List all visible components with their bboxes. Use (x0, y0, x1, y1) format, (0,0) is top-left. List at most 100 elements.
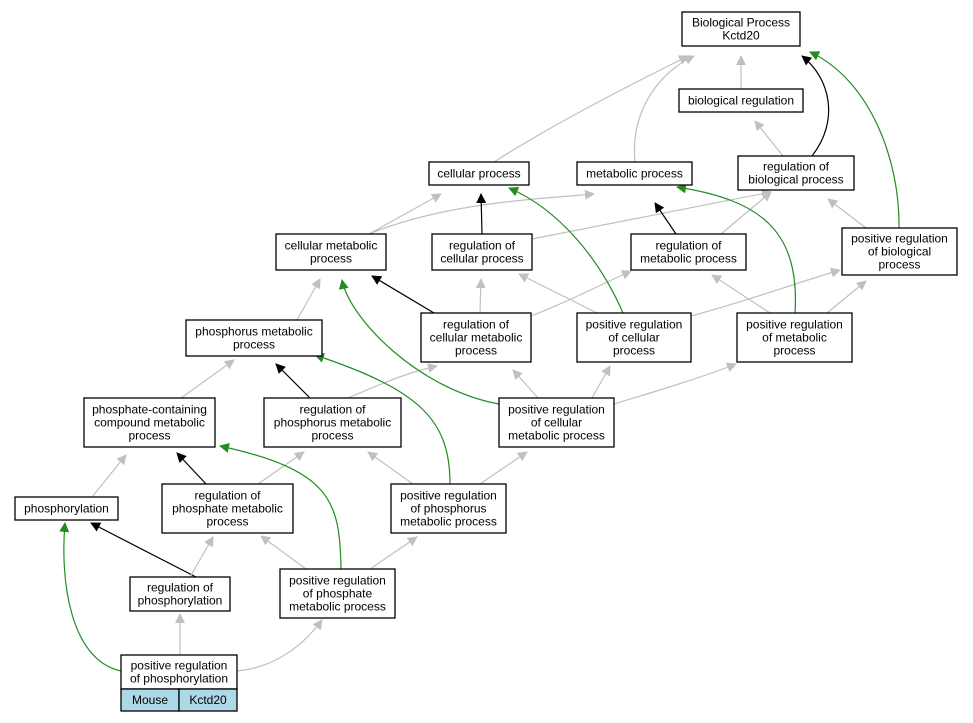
node-label-line: of biological (868, 245, 931, 259)
node-label-line: metabolic process (586, 167, 683, 181)
node-label-line: positive regulation (400, 489, 497, 503)
node-label-line: process (311, 429, 353, 443)
edge-is-a-posregcellmet-to-posregmet (613, 362, 737, 405)
node-label-line: process (128, 429, 170, 443)
edge-is-a-regphosmet-to-regcellmet (347, 363, 438, 399)
node-label-line: biological regulation (688, 94, 794, 108)
edge-is-a-posregphosmet-to-regphosmet (367, 451, 414, 485)
node-box (420, 312, 532, 363)
node-box (681, 11, 801, 47)
node-label-line: metabolic process (289, 600, 386, 614)
edge-is-a-regbio-to-bioreg (754, 120, 784, 157)
node-label-line: process (206, 515, 248, 529)
node-label-line: phosphate metabolic (172, 502, 283, 516)
edge-is-a-regmet-to-regbio (720, 191, 772, 235)
go-term-node-metproc[interactable]: metabolic process (576, 161, 693, 186)
edge-positively-regulates-posregmet-to-metproc (676, 183, 797, 314)
edge-is-a-cellmet-to-cellproc (368, 193, 442, 235)
edge-is-a-cellproc-to-bp (493, 55, 689, 163)
node-label-line: phosphorus metabolic (195, 325, 312, 339)
node-label-line: positive regulation (851, 232, 948, 246)
node-label-line: process (233, 338, 275, 352)
node-label-line: cellular metabolic (285, 239, 378, 253)
edge-is-a-regphos-to-regphatemet (189, 536, 214, 578)
node-label-line: process (613, 344, 655, 358)
node-label-line: of cellular (531, 416, 582, 430)
node-label-line: Kctd20 (722, 29, 760, 43)
edge-is-a-phosphorylation-to-phoscomp (91, 454, 127, 498)
node-label-line: positive regulation (586, 318, 683, 332)
edge-regulates-regmet-to-metproc (654, 202, 677, 235)
edge-is-a-posregcell-to-posregbio (690, 267, 841, 317)
node-box (678, 88, 804, 113)
edge-regulates-regphatemet-to-phoscomp (176, 452, 207, 485)
node-box (841, 227, 958, 276)
node-box (431, 233, 533, 271)
node-label-line: cellular process (440, 252, 523, 266)
annotation-label-gene: Kctd20 (189, 693, 227, 707)
edge-regulates-regphos-to-phosphorylation (90, 522, 197, 578)
node-label-line: metabolic process (640, 252, 737, 266)
node-box (83, 397, 216, 448)
node-box (576, 312, 692, 363)
node-box (129, 576, 231, 612)
node-label-line: positive regulation (289, 574, 386, 588)
edge-positively-regulates-posregphosmet-to-phosmet (314, 353, 451, 485)
edge-is-a-regcellmet-to-regcell (475, 278, 486, 314)
go-term-node-cellproc[interactable]: cellular process (428, 161, 530, 186)
node-box (390, 483, 507, 534)
node-label-line: phosphorylation (138, 594, 223, 608)
edge-is-a-posregmet-to-regmet (711, 274, 771, 314)
node-label-line: regulation of (443, 318, 510, 332)
edge-is-a-posregmet-to-posregbio (826, 280, 867, 314)
edge-positively-regulates-posregphos-to-phosphorylation (59, 522, 122, 672)
edge-regulates-regcellmet-to-cellmet (371, 275, 435, 314)
edge-is-a-posregcellmet-to-regcellmet (512, 369, 539, 399)
edge-is-a-posregcell-to-regcell (518, 273, 598, 314)
node-box (161, 483, 294, 534)
node-label-line: regulation of (449, 239, 516, 253)
edge-is-a-posregbio-to-regbio (827, 198, 867, 229)
annotation-cell-gene (178, 688, 238, 712)
edge-positively-regulates-posregcell-to-cellproc (508, 186, 624, 314)
node-label-line: of metabolic (762, 331, 827, 345)
node-box (279, 568, 396, 619)
node-box (630, 233, 747, 271)
node-box (263, 397, 402, 448)
node-box (737, 155, 855, 191)
edge-regulates-regcell-to-cellproc (476, 193, 487, 235)
edge-is-a-posregphos-to-posregphatemet (236, 619, 323, 672)
annotation-label-species: Mouse (132, 693, 168, 707)
go-term-node-bioreg[interactable]: biological regulation (678, 88, 804, 113)
node-label-line: of cellular (608, 331, 659, 345)
edge-is-a-regphatemet-to-regphosmet (257, 451, 305, 485)
node-box (736, 312, 853, 363)
node-label-line: of phosphate (303, 587, 373, 601)
edge-is-a-posregcellmet-to-posregcell (591, 365, 611, 399)
go-term-node-phosphorylation[interactable]: phosphorylation (14, 496, 119, 521)
node-box (14, 496, 119, 521)
node-label-line: positive regulation (508, 403, 605, 417)
edge-is-a-regcellmet-to-regmet (530, 270, 632, 317)
node-label-line: regulation of (299, 403, 366, 417)
node-label-line: regulation of (655, 239, 722, 253)
